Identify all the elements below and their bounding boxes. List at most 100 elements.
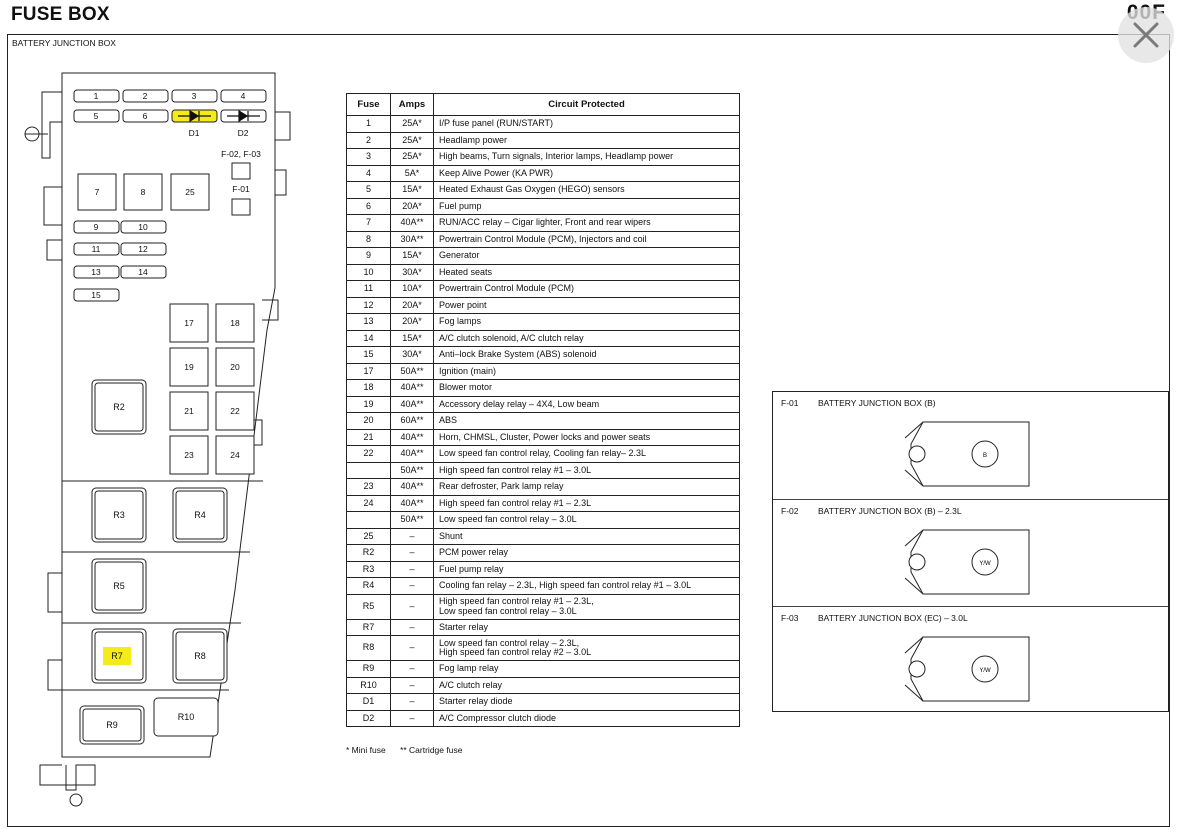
connector-plug-icon: Y/W bbox=[904, 529, 1030, 595]
mini-fuse-label: 12 bbox=[138, 244, 148, 254]
cartridge-fuse-label: 20 bbox=[230, 362, 240, 372]
table-cell-amps: – bbox=[390, 693, 434, 711]
connector-title: BATTERY JUNCTION BOX (B) – 2.3L bbox=[818, 506, 962, 516]
mini-fuse-9 bbox=[73, 220, 120, 234]
mini-fuse-5 bbox=[73, 109, 120, 123]
relay-label: R4 bbox=[194, 510, 206, 520]
table-cell-fuse: 9 bbox=[346, 247, 391, 265]
table-cell-amps: 40A** bbox=[390, 445, 434, 463]
right-tab-mid bbox=[275, 169, 287, 196]
table-cell-circuit: Cooling fan relay – 2.3L, High speed fan… bbox=[433, 577, 740, 595]
table-cell-circuit: Fog lamps bbox=[433, 313, 740, 331]
table-cell-circuit: Accessory delay relay – 4X4, Low beam bbox=[433, 395, 740, 413]
relay-label: R5 bbox=[113, 581, 125, 591]
table-cell-amps: – bbox=[390, 577, 434, 595]
table-row: R5–High speed fan control relay #1 – 2.3… bbox=[346, 593, 740, 620]
table-cell-circuit: A/C clutch relay bbox=[433, 676, 740, 694]
table-cell-circuit: High beams, Turn signals, Interior lamps… bbox=[433, 148, 740, 166]
connector-title: BATTERY JUNCTION BOX (B) bbox=[818, 398, 936, 408]
connector-panel: F-01 BATTERY JUNCTION BOX (B) B F-02 BAT… bbox=[772, 391, 1169, 712]
table-cell-amps: 25A* bbox=[390, 131, 434, 149]
table-cell-circuit: Low speed fan control relay, Cooling fan… bbox=[433, 445, 740, 463]
table-cell-circuit: PCM power relay bbox=[433, 544, 740, 562]
relay-r2-inner bbox=[94, 382, 144, 432]
column-header: Circuit Protected bbox=[433, 93, 740, 116]
cartridge-fuse-23 bbox=[169, 435, 209, 475]
table-row: 50A**High speed fan control relay #1 – 3… bbox=[346, 461, 740, 479]
circuit-line: Low speed fan control relay – 2.3L, bbox=[439, 637, 580, 648]
relay-r8-inner bbox=[175, 631, 225, 681]
mini-fuse-12 bbox=[120, 242, 167, 256]
table-cell-amps: 10A* bbox=[390, 280, 434, 298]
close-button[interactable] bbox=[1118, 7, 1174, 63]
mini-fuse-label: 1 bbox=[94, 91, 99, 101]
cartridge-fuse-18 bbox=[215, 303, 255, 343]
table-cell-circuit: High speed fan control relay #1 – 3.0L bbox=[433, 461, 740, 479]
table-cell-circuit: Generator bbox=[433, 247, 740, 265]
cartridge-fuse-label: 21 bbox=[184, 406, 194, 416]
left-tab-low bbox=[47, 572, 62, 613]
table-cell-circuit: Shunt bbox=[433, 527, 740, 545]
table-cell-circuit: Fuel pump bbox=[433, 197, 740, 215]
table-cell-amps: – bbox=[390, 593, 434, 620]
table-cell-amps: 40A** bbox=[390, 428, 434, 446]
table-cell-fuse: R9 bbox=[346, 660, 391, 678]
table-cell-circuit: Keep Alive Power (KA PWR) bbox=[433, 164, 740, 182]
table-row: D2–A/C Compressor clutch diode bbox=[346, 709, 740, 727]
table-cell-fuse: 10 bbox=[346, 263, 391, 281]
relay-label: R10 bbox=[178, 712, 195, 722]
left-tab-top bbox=[41, 91, 62, 159]
mini-fuse-label: 5 bbox=[94, 111, 99, 121]
table-cell-fuse: 2 bbox=[346, 131, 391, 149]
connector-f01-row: F-01 BATTERY JUNCTION BOX (B) B bbox=[773, 392, 1168, 499]
table-cell-fuse: 18 bbox=[346, 379, 391, 397]
table-cell-amps: – bbox=[390, 676, 434, 694]
connector-f02-row: F-02 BATTERY JUNCTION BOX (B) – 2.3L Y/W bbox=[773, 499, 1168, 606]
table-cell-fuse: R8 bbox=[346, 635, 391, 661]
table-row: R7–Starter relay bbox=[346, 618, 740, 636]
mini-fuse-15 bbox=[73, 288, 120, 302]
cartridge-fuse-19 bbox=[169, 347, 209, 387]
table-cell-circuit: A/C clutch solenoid, A/C clutch relay bbox=[433, 329, 740, 347]
cartridge-fuse-8 bbox=[123, 173, 163, 211]
table-footnotes: * Mini fuse ** Cartridge fuse bbox=[346, 745, 474, 755]
cartridge-fuse-label: 19 bbox=[184, 362, 194, 372]
table-cell-circuit: Rear defroster, Park lamp relay bbox=[433, 478, 740, 496]
mount-hole-bottom bbox=[69, 793, 83, 807]
cartridge-fuse-label: 23 bbox=[184, 450, 194, 460]
table-cell-amps: 40A** bbox=[390, 494, 434, 512]
page-title: FUSE BOX bbox=[11, 4, 110, 25]
mini-fuse-2 bbox=[122, 89, 169, 103]
mini-fuse-10 bbox=[120, 220, 167, 234]
table-row: 50A**Low speed fan control relay – 3.0L bbox=[346, 511, 740, 529]
table-cell-fuse: 12 bbox=[346, 296, 391, 314]
connector-id: F-03 bbox=[781, 613, 799, 623]
connector-id: F-02 bbox=[781, 506, 799, 516]
column-header: Fuse bbox=[346, 93, 391, 116]
table-cell-circuit: Starter relay diode bbox=[433, 693, 740, 711]
connector-ref-label: F-02, F-03 bbox=[221, 149, 261, 159]
table-cell-amps: – bbox=[390, 560, 434, 578]
table-cell-circuit: Low speed fan control relay – 3.0L bbox=[433, 511, 740, 529]
table-cell-amps: 15A* bbox=[390, 329, 434, 347]
table-cell-fuse: 4 bbox=[346, 164, 391, 182]
mini-fuse-label: 11 bbox=[92, 244, 101, 254]
connector-plug-icon: Y/W bbox=[904, 636, 1030, 702]
mini-fuse-label: 3 bbox=[192, 91, 197, 101]
table-cell-fuse: D2 bbox=[346, 709, 391, 727]
table-cell-amps: 20A* bbox=[390, 197, 434, 215]
table-cell-circuit: Anti–lock Brake System (ABS) solenoid bbox=[433, 346, 740, 364]
connector-pin-label: Y/W bbox=[979, 561, 991, 567]
table-cell-circuit: Power point bbox=[433, 296, 740, 314]
relay-label: R3 bbox=[113, 510, 125, 520]
table-cell-amps: 30A* bbox=[390, 263, 434, 281]
table-cell-amps: 25A* bbox=[390, 148, 434, 166]
table-cell-fuse bbox=[346, 461, 391, 479]
